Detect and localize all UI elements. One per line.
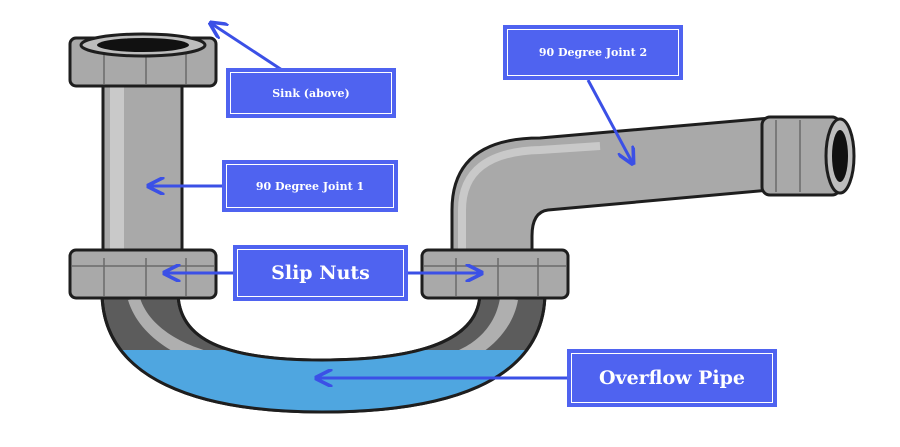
slip-nuts-label-text: Slip Nuts: [271, 262, 370, 284]
u-bend-outline: [100, 290, 547, 414]
u-bend-trap: [100, 290, 547, 414]
sink-label-text: Sink (above): [272, 86, 350, 100]
callout-arrows: [150, 24, 632, 378]
overflow-pipe-label: Overflow Pipe: [567, 349, 777, 407]
sink-label: Sink (above): [226, 68, 396, 118]
slip-nuts-label: Slip Nuts: [233, 245, 408, 301]
overflow-pipe-label-text: Overflow Pipe: [598, 367, 746, 389]
joint1-label-text: 90 Degree Joint 1: [255, 179, 365, 193]
joint2-label: 90 Degree Joint 2: [503, 25, 683, 80]
arrow-joint2: [586, 79, 632, 162]
right-slip-nut: [420, 248, 570, 300]
right-elbow-pipe: [450, 116, 772, 264]
left-vertical-pipe: [101, 76, 184, 262]
arrow-sink: [212, 24, 283, 72]
sink-tailpiece-cap: [68, 32, 218, 88]
wall-end-cap: [760, 115, 856, 197]
joint2-label-text: 90 Degree Joint 2: [538, 46, 648, 59]
left-slip-nut: [68, 248, 218, 300]
joint1-label: 90 Degree Joint 1: [222, 160, 398, 212]
